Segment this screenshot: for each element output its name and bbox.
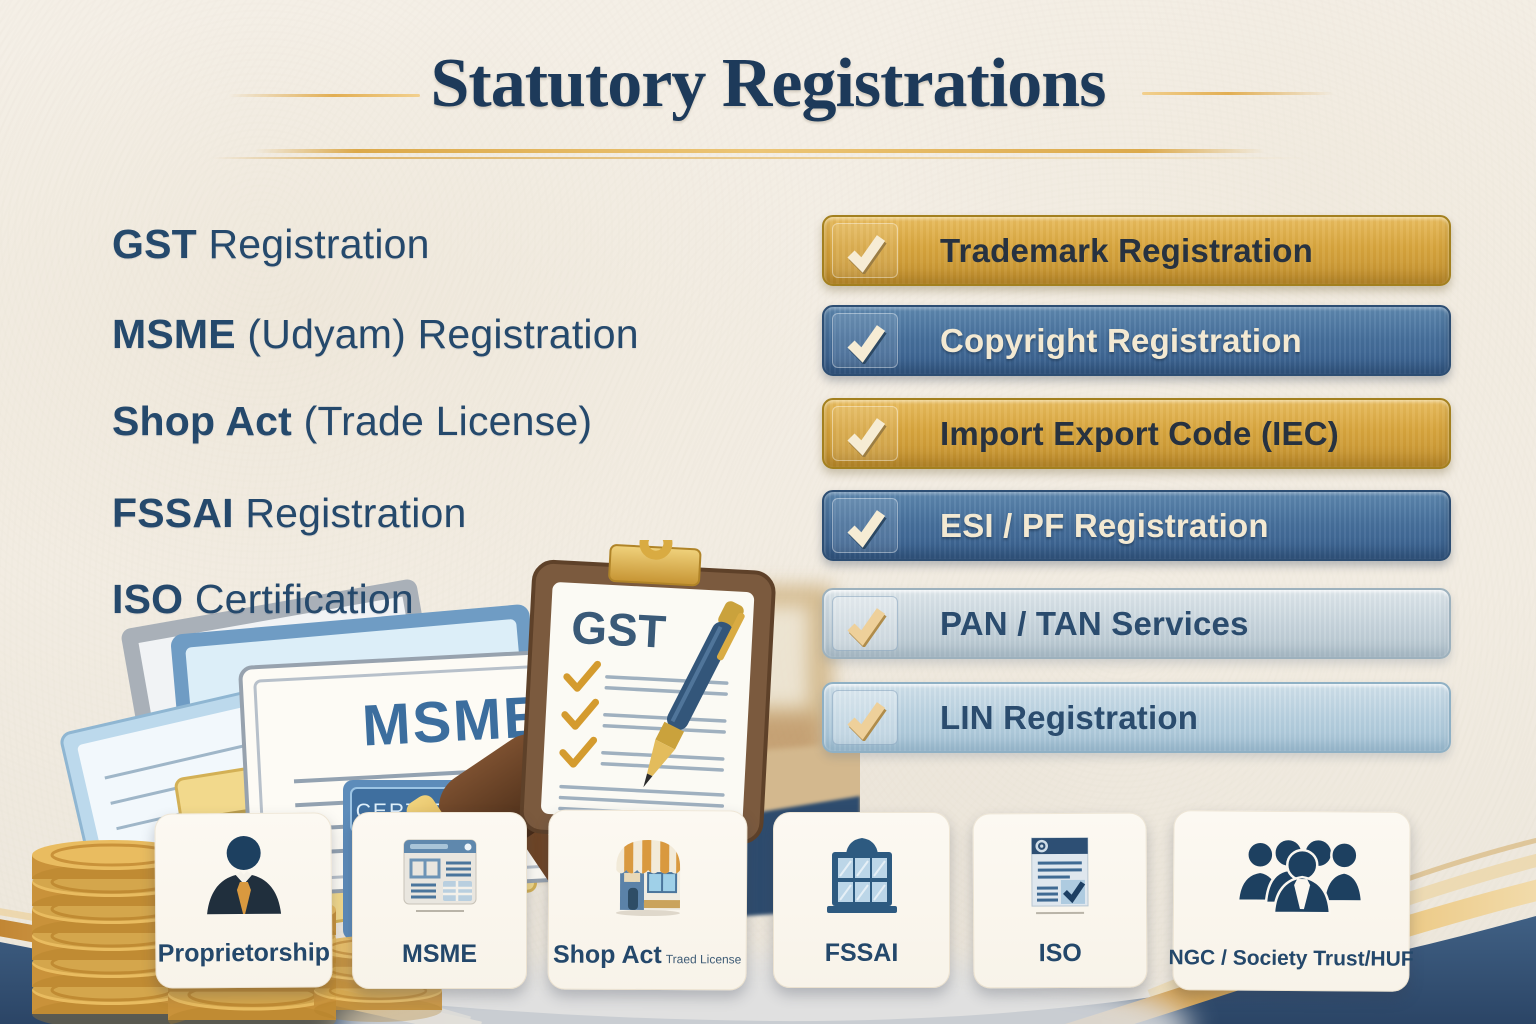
- card-ngc-society-trust-huf[interactable]: NGC / Society Trust/HUF: [1169, 810, 1414, 992]
- storefront-icon: [548, 809, 748, 941]
- list-item-rest: Registration: [233, 490, 467, 536]
- banner-esi-pf-registration[interactable]: ESI / PF Registration: [822, 490, 1451, 561]
- list-item-gst-registration: GST Registration: [112, 221, 430, 268]
- list-item-rest: (Udyam) Registration: [235, 311, 639, 357]
- list-item-msme-registration: MSME (Udyam) Registration: [112, 311, 639, 358]
- card-msme[interactable]: MSME: [352, 812, 527, 989]
- title-underline: [255, 149, 1265, 153]
- banner-import-export-code[interactable]: Import Export Code (IEC): [822, 398, 1451, 469]
- list-item-rest: Certification: [183, 576, 414, 622]
- banner-trademark-registration[interactable]: Trademark Registration: [822, 215, 1451, 286]
- card-label-main: Shop Act: [552, 940, 662, 970]
- page-title: Statutory Registrations: [430, 45, 1107, 122]
- list-item-iso-certification: ISO Certification: [112, 576, 414, 623]
- checkmark-icon: [832, 313, 898, 368]
- banner-label: ESI / PF Registration: [940, 506, 1269, 544]
- document-browser-icon: [352, 812, 527, 940]
- list-item-shop-act: Shop Act (Trade License): [112, 398, 592, 445]
- list-item-fssai-registration: FSSAI Registration: [112, 490, 467, 537]
- banner-label: LIN Registration: [940, 698, 1199, 736]
- list-item-rest: (Trade License): [292, 398, 593, 444]
- title-flank-line-right: [1142, 92, 1334, 95]
- card-label: ISO: [1038, 938, 1082, 968]
- list-item-strong: FSSAI: [112, 490, 234, 536]
- checkmark-icon: [832, 223, 898, 278]
- card-label-sub: Traed License: [665, 952, 742, 967]
- list-item-strong: ISO: [112, 576, 184, 622]
- card-fssai[interactable]: FSSAI: [773, 812, 950, 988]
- document-check-icon: [973, 813, 1148, 940]
- banner-lin-registration[interactable]: LIN Registration: [822, 682, 1451, 753]
- person-icon: [154, 812, 332, 939]
- card-label: MSME: [402, 940, 477, 968]
- list-item-rest: Registration: [196, 221, 430, 267]
- people-group-icon: [1173, 810, 1411, 948]
- card-iso[interactable]: ISO: [972, 812, 1148, 989]
- banner-pan-tan-services[interactable]: PAN / TAN Services: [822, 588, 1451, 659]
- banner-label: Copyright Registration: [940, 321, 1302, 359]
- list-item-strong: GST: [112, 221, 197, 267]
- title-flank-line-left: [228, 94, 420, 97]
- title-underline-thin: [212, 157, 1308, 159]
- checkmark-icon: [832, 690, 898, 745]
- checkmark-icon: [832, 406, 898, 461]
- banner-label: PAN / TAN Services: [940, 604, 1249, 642]
- card-label: FSSAI: [824, 939, 899, 967]
- banner-label: Trademark Registration: [940, 231, 1314, 269]
- card-proprietorship[interactable]: Proprietorship: [154, 812, 333, 989]
- building-window-icon: [773, 812, 950, 939]
- banner-label: Import Export Code (IEC): [940, 414, 1339, 452]
- checkmark-icon: [832, 498, 898, 553]
- card-label: NGC / Society Trust/HUF: [1168, 946, 1414, 971]
- banner-copyright-registration[interactable]: Copyright Registration: [822, 305, 1451, 376]
- list-item-strong: MSME: [112, 311, 236, 357]
- checkmark-icon: [832, 596, 898, 651]
- list-item-strong: Shop Act: [112, 398, 293, 444]
- card-label: Proprietorship: [157, 938, 331, 968]
